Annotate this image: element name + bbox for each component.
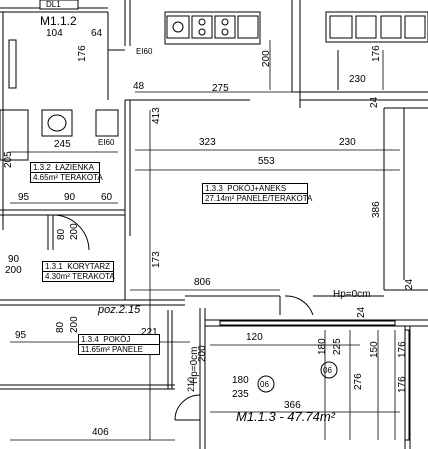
dim-80-b: 80 <box>55 321 66 333</box>
dim-176-d: 176 <box>397 376 408 393</box>
unit-label-top-left: M1.1.2 <box>40 14 77 28</box>
room-id: 1.3.2 <box>33 163 51 172</box>
dim-104: 104 <box>46 28 63 39</box>
dim-95-b: 95 <box>15 330 27 341</box>
dim-90-b: 90 <box>8 254 20 265</box>
dim-200-b: 200 <box>69 223 80 240</box>
dim-120: 120 <box>246 332 263 343</box>
dim-176-c: 176 <box>397 341 408 358</box>
dim-150: 150 <box>369 341 380 358</box>
ei60-lower: EI60 <box>98 138 115 147</box>
room-id: 1.3.4 <box>81 335 99 344</box>
dim-323: 323 <box>199 137 216 148</box>
room-name: POKÓJ+ANEKS <box>227 184 287 193</box>
dim-180-b: 180 <box>232 375 249 386</box>
dim-553: 553 <box>258 156 275 167</box>
room-area: 11.65m² <box>81 345 110 354</box>
dim-95-a: 95 <box>18 192 30 203</box>
room-floor: PANELE/TERAKOTA <box>236 194 313 203</box>
ei60-upper: EI60 <box>136 47 153 56</box>
dim-275: 275 <box>212 83 229 94</box>
room-name: POKÓJ <box>103 335 131 344</box>
room-floor: PANELE <box>112 345 143 354</box>
dim-200-e: 200 <box>197 345 208 362</box>
room-label-1-3-3: 1.3.3 POKÓJ+ANEKS 27.14m² PANELE/TERAKOT… <box>202 183 312 204</box>
room-id: 1.3.3 <box>205 184 223 193</box>
dim-276: 276 <box>353 373 364 390</box>
dim-366: 366 <box>284 400 301 411</box>
dim-80-a: 80 <box>56 228 67 240</box>
room-id: 1.3.1 <box>45 262 63 271</box>
dim-176-a: 176 <box>77 45 88 62</box>
room-label-1-3-1: 1.3.1 KORYTARZ 4.30m² TERAKOTA <box>42 261 115 282</box>
dim-200-a: 200 <box>261 50 272 67</box>
unit-label-bottom-right: M1.1.3 - 47.74m² <box>236 409 335 424</box>
room-name: KORYTARZ <box>67 262 111 271</box>
dl1-label: DL1 <box>46 0 61 9</box>
dim-230-a: 230 <box>349 74 366 85</box>
dim-230-b: 230 <box>339 137 356 148</box>
door-tag-b: 06 <box>323 366 332 375</box>
dim-221: 221 <box>141 327 158 338</box>
dim-210: 210 <box>186 376 196 392</box>
dim-200-c: 200 <box>5 265 22 276</box>
dim-200-d: 200 <box>69 316 80 333</box>
dim-205: 205 <box>3 151 14 168</box>
door-tag-a: 06 <box>260 380 269 389</box>
hp-label-right: Hp=0cm <box>333 289 371 300</box>
dim-406: 406 <box>92 427 109 438</box>
room-floor: TERAKOTA <box>72 272 115 281</box>
room-area: 4.30m² <box>45 272 70 281</box>
dim-235: 235 <box>232 389 249 400</box>
dim-24-c: 24 <box>356 306 367 318</box>
dim-176-b: 176 <box>371 45 382 62</box>
dim-173: 173 <box>151 251 162 268</box>
room-name: ŁAZIENKA <box>55 163 94 172</box>
dim-180-a: 180 <box>317 338 328 355</box>
dim-24-a: 24 <box>369 96 380 108</box>
dim-90-a: 90 <box>64 192 76 203</box>
dim-60: 60 <box>101 192 113 203</box>
room-area: 27.14m² <box>205 194 235 203</box>
room-floor: TERAKOTA <box>60 173 103 182</box>
poz-label: poz.2.15 <box>98 304 141 316</box>
room-area: 4.65m² <box>33 173 58 182</box>
dim-24-b: 24 <box>404 278 415 290</box>
dim-806: 806 <box>194 277 211 288</box>
dim-64: 64 <box>91 28 103 39</box>
dim-245: 245 <box>54 139 71 150</box>
dim-225: 225 <box>332 338 343 355</box>
dim-386: 386 <box>371 201 382 218</box>
room-label-1-3-4: 1.3.4 POKÓJ 11.65m² PANELE <box>78 334 160 355</box>
room-label-1-3-2: 1.3.2 ŁAZIENKA 4.65m² TERAKOTA <box>30 162 103 183</box>
dim-48: 48 <box>133 81 145 92</box>
dim-413: 413 <box>151 107 162 124</box>
